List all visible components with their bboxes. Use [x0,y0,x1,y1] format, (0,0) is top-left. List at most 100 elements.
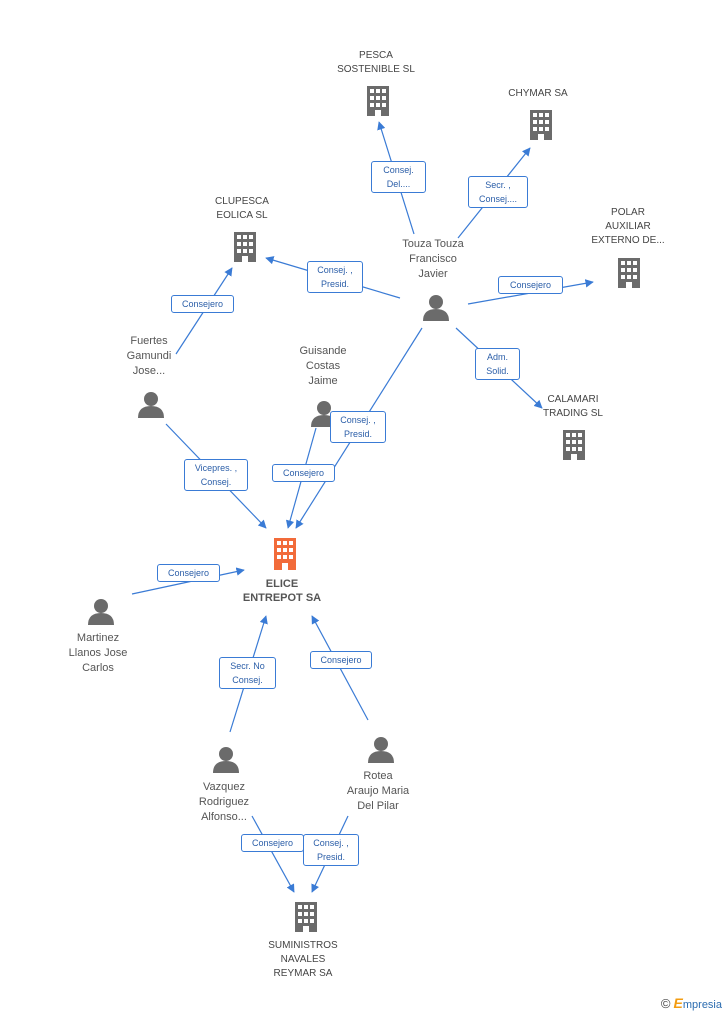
node-label-line: TRADING SL [542,408,603,419]
node-label-line: SUMINISTROS [268,940,338,951]
node-label-line: CALAMARI [547,394,599,405]
node-label-line: CLUPESCA [215,196,269,207]
node-label-line: Javier [418,268,448,280]
edge-vazquez-suministros [251,815,295,893]
edge-label-touza-elice[interactable]: Consej. , Presid. [330,411,386,443]
chymar-building-icon[interactable] [530,110,552,140]
node-label-line: Francisco [409,253,457,265]
node-label-line: Vazquez [203,781,245,793]
edge-label-line: Consej. , [313,838,349,848]
suministros-building-icon[interactable] [295,902,317,932]
calamari-building-icon[interactable] [563,430,585,460]
brand-name: mpresia [682,999,722,1011]
node-label-line: Gamundi [126,350,172,362]
node-label-martinez[interactable]: Martinez Llanos Jose Carlos [48,631,148,676]
edge-label-line: Presid. [316,852,345,862]
edge-label-fuertes-elice[interactable]: Vicepres. , Consej. [184,459,248,491]
copyright-icon: © [660,996,671,1011]
edge-label-line: Presid. [320,279,349,289]
empresia-logo[interactable]: © Empresia [661,995,722,1011]
node-label-line: POLAR [611,207,645,218]
node-label-line: ENTREPOT SA [242,592,322,604]
brand-first-letter: E [673,995,683,1011]
edge-label-martinez-elice[interactable]: Consejero [157,564,220,582]
node-label-chymar[interactable]: CHYMAR SA [488,87,588,101]
node-label-vazquez[interactable]: Vazquez Rodriguez Alfonso... [174,780,274,825]
node-label-line: EOLICA SL [216,210,268,221]
edge-martinez-elice [131,567,245,595]
node-label-line: Guisande [299,345,347,357]
edge-label-line: Consejero [282,468,325,478]
edge-label-touza-pesca[interactable]: Consej. Del.... [371,161,426,193]
node-label-line: ELICE [265,578,299,590]
node-label-guisande[interactable]: Guisande Costas Jaime [273,344,373,389]
node-label-line: Fuertes [130,335,168,347]
node-label-fuertes[interactable]: Fuertes Gamundi Jose... [99,334,199,379]
node-label-elice[interactable]: ELICE ENTREPOT SA [222,577,342,605]
rotea-person-icon[interactable] [368,737,394,763]
node-label-line: PESCA [359,50,393,61]
clupesca-building-icon[interactable] [234,232,256,262]
martinez-person-icon[interactable] [88,599,114,625]
edge-label-line: Consej. , [317,265,353,275]
touza-person-icon[interactable] [423,295,449,321]
edge-label-vazquez-elice[interactable]: Secr. No Consej. [219,657,276,689]
pesca-building-icon[interactable] [367,86,389,116]
node-label-touza[interactable]: Touza Touza Francisco Javier [383,237,483,282]
edge-label-line: Consejero [251,838,294,848]
node-label-rotea[interactable]: Rotea Araujo Maria Del Pilar [328,769,428,814]
node-label-line: Martinez [76,632,120,644]
node-label-calamari[interactable]: CALAMARI TRADING SL [523,393,623,421]
node-label-suministros[interactable]: SUMINISTROS NAVALES REYMAR SA [253,939,353,981]
node-label-line: REYMAR SA [273,968,333,979]
node-label-clupesca[interactable]: CLUPESCA EOLICA SL [192,195,292,223]
edge-label-line: Consejero [320,655,362,665]
node-label-line: Jose... [132,365,166,377]
edge-label-line: Presid. [343,429,372,439]
edge-label-line: Secr. No [230,661,265,671]
node-label-line: Carlos [82,662,114,674]
edge-label-touza-polar[interactable]: Consejero [498,276,563,294]
node-label-polar[interactable]: POLAR AUXILIAR EXTERNO DE... [578,206,678,248]
node-label-line: EXTERNO DE... [591,235,665,246]
edge-label-line: Consejero [167,568,210,578]
edge-label-line: Consej. , [340,415,376,425]
edge-label-line: Vicepres. , [194,463,238,473]
edge-label-touza-chymar[interactable]: Secr. , Consej.... [468,176,528,208]
edge-label-guisande-elice[interactable]: Consejero [272,464,335,482]
edge-label-vazquez-suministros[interactable]: Consejero [241,834,304,852]
node-label-line: Araujo Maria [346,785,410,797]
edge-label-line: Consejero [181,299,224,309]
vazquez-person-icon[interactable] [213,747,239,773]
node-label-line: Jaime [308,375,338,387]
node-label-line: NAVALES [280,954,326,965]
node-label-line: CHYMAR SA [508,88,568,99]
node-label-line: AUXILIAR [605,221,651,232]
edge-label-line: Consej. [232,675,263,685]
edge-label-line: Consej. [200,477,232,487]
node-label-line: Touza Touza [402,238,464,250]
node-label-line: Alfonso... [201,811,247,823]
edge-label-fuertes-clupesca[interactable]: Consejero [171,295,234,313]
edge-label-line: Consej. [383,165,414,175]
node-label-line: Del Pilar [357,800,399,812]
edge-label-line: Solid. [486,366,509,376]
node-label-line: Llanos Jose [68,647,128,659]
elice-building-icon[interactable] [274,538,296,570]
node-label-line: Rodriguez [198,796,250,808]
polar-building-icon[interactable] [618,258,640,288]
edge-label-line: Adm. [486,352,508,362]
edge-label-touza-clupesca[interactable]: Consej. , Presid. [307,261,363,293]
edge-label-line: Consejero [509,280,552,290]
edge-label-touza-calamari[interactable]: Adm. Solid. [475,348,520,380]
fuertes-person-icon[interactable] [138,392,164,418]
node-label-line: Costas [305,360,341,372]
edge-label-line: Del.... [386,179,411,189]
edge-label-line: Secr. , [485,180,511,190]
edge-label-rotea-elice[interactable]: Consejero [310,651,372,669]
node-label-pesca[interactable]: PESCA SOSTENIBLE SL [326,49,426,77]
node-label-line: SOSTENIBLE SL [337,64,415,75]
edge-label-rotea-suministros[interactable]: Consej. , Presid. [303,834,359,866]
edge-label-line: Consej.... [478,194,518,204]
